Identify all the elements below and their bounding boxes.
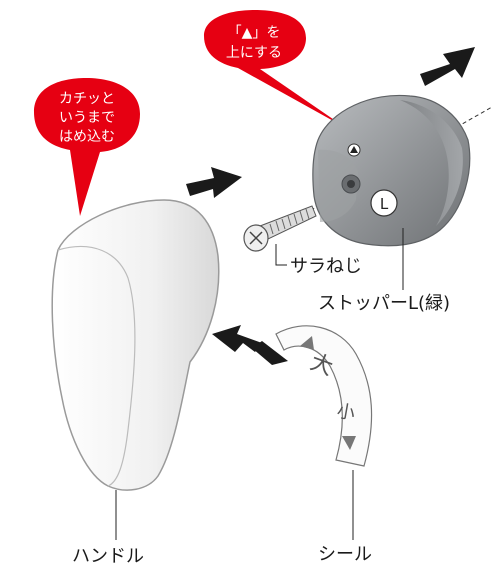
callout-left-line-3: はめ込む [59, 129, 115, 145]
seal-triangle-bottom-icon [342, 436, 356, 450]
callout-top-bubble: 「▲」を 上にする [204, 10, 346, 128]
arrow-middle [186, 167, 242, 198]
label-seal: シール [318, 544, 372, 565]
label-stopper: ストッパーL(緑) [318, 293, 450, 314]
screw-leader-line [275, 244, 287, 266]
arrow-upper-right [420, 47, 475, 86]
countersunk-screw [243, 205, 317, 252]
seal-small-mark: 小 [335, 401, 356, 425]
callout-top-line-1: 「▲」を [228, 25, 281, 41]
seal-sticker: 大 小 [275, 325, 373, 467]
letter-l-text: L [380, 195, 389, 213]
stopper-l-part: L [312, 94, 471, 247]
label-handle: ハンドル [72, 546, 144, 567]
callout-left-line-2: いうまで [59, 110, 115, 126]
callout-left-bubble: カチッと いうまで はめ込む [34, 78, 140, 216]
triangle-mark-icon [350, 146, 358, 153]
arrow-lower [212, 325, 288, 365]
label-screw: サラねじ [290, 256, 362, 277]
letter-l-badge [370, 189, 398, 217]
seal-triangle-top-icon [300, 336, 314, 350]
handle-part [51, 199, 220, 491]
callout-top-line-2: 上にする [226, 45, 282, 61]
callout-left-line-1: カチッと [59, 91, 115, 107]
